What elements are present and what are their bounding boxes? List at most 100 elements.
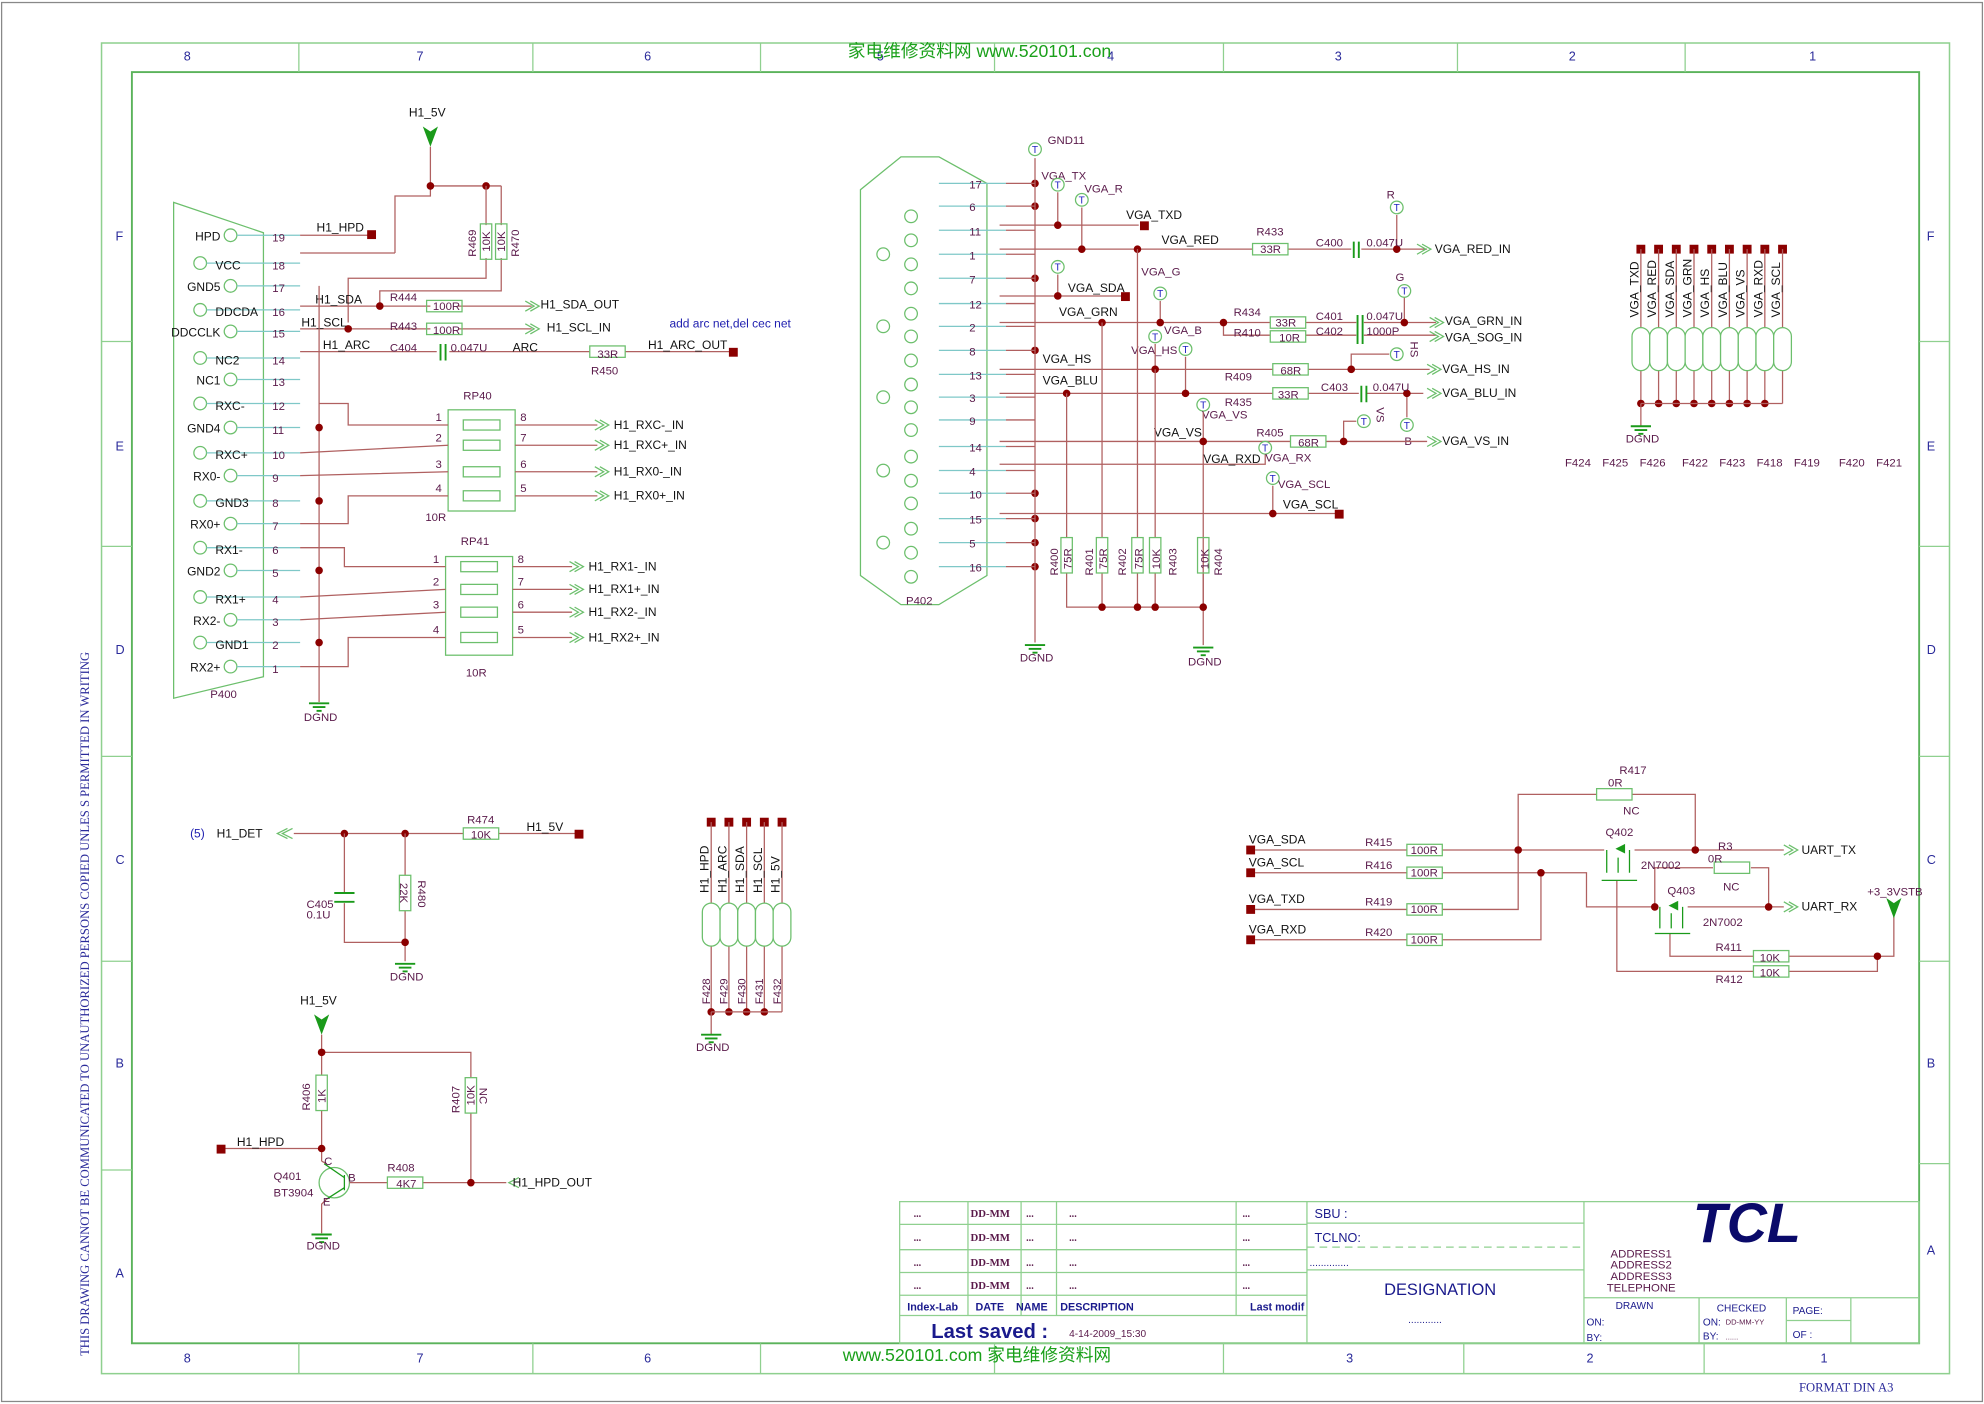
net-out-label: H1_RX0+_IN <box>614 489 685 503</box>
junction-dot <box>707 1008 715 1016</box>
tp-gnd11: GND11 <box>1048 135 1085 147</box>
revision-cell: DD-MM <box>970 1257 1009 1269</box>
row-label-right: F <box>1927 229 1935 243</box>
title-block: ...DD-MM............DD-MM............DD-… <box>899 1192 1920 1344</box>
esd-ref: F421 <box>1876 458 1902 470</box>
rp41-val: 10R <box>466 668 487 680</box>
gnd-label: DGND <box>1626 434 1660 446</box>
c400-val: 0.047U <box>1366 238 1403 250</box>
junction-dot <box>376 302 384 310</box>
junction-dot <box>1098 318 1106 327</box>
pin-number: 15 <box>272 329 285 341</box>
revision-cell: ... <box>914 1258 922 1269</box>
uart-in-net: VGA_TXD <box>1249 892 1305 906</box>
connector-pin-icon <box>904 281 919 296</box>
revision-cell: ... <box>914 1281 922 1292</box>
last-saved-label: Last saved : <box>931 1321 1048 1343</box>
esd-ref: F429 <box>719 978 731 1004</box>
net-out-label: H1_RX2+_IN <box>589 630 660 644</box>
r407-ref: R407 <box>450 1086 462 1113</box>
net-vga-vs: VGA_VS <box>1154 425 1202 439</box>
net-pad <box>759 817 769 827</box>
pin-number: 10 <box>272 450 285 462</box>
net-pad <box>574 829 584 839</box>
column-dividers-top <box>101 43 1950 1374</box>
r411-ref: R411 <box>1716 942 1742 954</box>
r434-ref: R434 <box>1234 307 1261 319</box>
rp40-ref: RP40 <box>463 391 491 403</box>
connector-pin-icon <box>876 319 891 334</box>
r406-val: 1K <box>316 1089 328 1103</box>
net-pad <box>706 817 716 827</box>
r435-val: 33R <box>1278 389 1299 401</box>
col-label-top: 4 <box>1107 50 1114 64</box>
junction-dot <box>426 182 435 190</box>
r435-ref: R435 <box>1225 397 1252 409</box>
connector-pin-icon <box>223 324 238 339</box>
c403-val: 0.047U <box>1373 382 1410 394</box>
esd-diode-icon <box>772 902 792 947</box>
net-pad <box>1139 221 1149 231</box>
net-h1-sda-out: H1_SDA_OUT <box>540 298 619 312</box>
r469-val: 10K <box>481 231 493 252</box>
esd-ref: F418 <box>1757 458 1783 470</box>
pin-name: RX2+ <box>190 661 220 675</box>
tp-b: B <box>1404 436 1412 448</box>
net-vga-grn-in: VGA_GRN_IN <box>1445 314 1522 328</box>
junction-dot <box>317 1048 326 1057</box>
pin-number: 1 <box>272 664 278 676</box>
uart-in-val: 100R <box>1411 935 1438 947</box>
net-pad <box>1246 905 1256 914</box>
vga-connector-body <box>859 156 988 606</box>
side-notice: THIS DRAWING CANNOT BE COMMUNICATED TO U… <box>78 652 92 1356</box>
r402-val: 75R <box>1134 548 1146 569</box>
junction-dot <box>1400 318 1409 327</box>
col-label-bottom: 2 <box>1586 1351 1593 1365</box>
net-pad <box>1121 292 1130 302</box>
net-pad <box>777 817 787 827</box>
revision-cell: ... <box>1026 1209 1034 1220</box>
r417-nc: NC <box>1623 806 1639 818</box>
r401-ref: R401 <box>1084 548 1096 575</box>
connector-pin-icon <box>193 493 208 508</box>
connector-pin-icon <box>223 468 238 483</box>
q401-b: B <box>348 1172 356 1184</box>
sbu-label: SBU : <box>1315 1207 1348 1221</box>
pin-number: 19 <box>272 233 285 245</box>
rp-pin: 3 <box>433 599 439 611</box>
connector-pin-icon <box>904 496 919 511</box>
test-point-icon <box>1050 259 1065 275</box>
revision-cell: DD-MM <box>970 1280 1009 1292</box>
test-point-icon <box>1356 414 1371 429</box>
pin-number: 14 <box>969 443 982 455</box>
r405-val: 68R <box>1298 437 1319 449</box>
connector-pin-icon <box>904 569 919 584</box>
revision-cell: ... <box>1069 1258 1077 1269</box>
rp-pin: 1 <box>435 412 441 424</box>
r402-ref: R402 <box>1117 548 1129 575</box>
esd-diode-icon <box>1719 326 1739 372</box>
col-label-top: 5 <box>877 50 884 64</box>
revision-cell: ... <box>1026 1281 1034 1292</box>
junction-dot <box>1078 245 1086 253</box>
net-vga-red: VGA_RED <box>1161 233 1219 247</box>
r408-val: 4K7 <box>396 1179 416 1191</box>
esd-diode-icon <box>1773 326 1793 372</box>
row-label-left: C <box>115 853 124 867</box>
checked-by: BY: <box>1703 1331 1719 1342</box>
r474-ref: R474 <box>467 814 494 826</box>
tp-vga-rx: VGA_RX <box>1265 453 1312 465</box>
connector-pin-icon <box>904 449 919 464</box>
esd-net-label: VGA_BLU <box>1716 262 1730 317</box>
esd-diode-icon <box>1755 326 1775 372</box>
row-label-right: E <box>1927 439 1935 453</box>
esd-net-label: VGA_SCL <box>1769 262 1783 318</box>
uart-in-val: 100R <box>1411 904 1438 916</box>
address-3: ADDRESS3 <box>1611 1271 1672 1283</box>
rp-pin: 2 <box>435 432 441 444</box>
net-out-label: H1_RX0-_IN <box>614 465 682 479</box>
r408-ref: R408 <box>387 1162 414 1174</box>
